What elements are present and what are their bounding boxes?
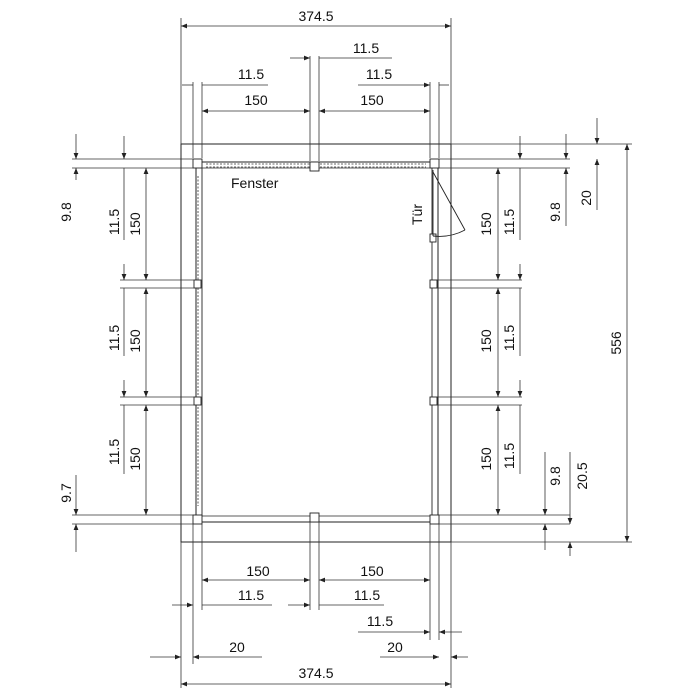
dim-top-span-left: 150 <box>244 92 268 108</box>
dim-bottom-post-right: 11.5 <box>367 613 393 629</box>
window-marks <box>197 163 426 506</box>
post-left-1 <box>193 279 202 289</box>
dim-bottom-span-right: 150 <box>360 563 384 579</box>
dim-right-row3-post: 11.5 <box>501 443 517 469</box>
post-right-2 <box>429 396 438 406</box>
dim-bottom-span-left: 150 <box>246 563 270 579</box>
dim-right-overhang-bottom-inner: 9.8 <box>547 466 563 486</box>
door-swing <box>432 170 466 237</box>
posts <box>192 158 440 525</box>
dim-left-row2-span: 150 <box>127 329 143 353</box>
post-top-right <box>429 158 440 169</box>
dim-right-row2-span: 150 <box>478 329 494 353</box>
bottom-dimensions: 150 150 11.5 11.5 11.5 20 20 374.5 <box>150 522 468 688</box>
left-dimensions: 9.8 9.7 11.5 150 11.5 150 11.5 150 <box>58 134 194 552</box>
dim-left-overhang-bottom: 9.7 <box>58 483 74 503</box>
dim-left-row3-span: 150 <box>127 447 143 471</box>
post-bottom-right <box>429 514 440 525</box>
post-right-1 <box>429 279 438 289</box>
dim-bottom-overhang-right: 20 <box>387 639 403 655</box>
dim-right-overhang-top-outer: 20 <box>578 190 594 206</box>
post-left-2 <box>193 396 202 406</box>
top-dimensions: 374.5 11.5 11.5 11.5 150 150 <box>180 8 452 161</box>
dim-left-row2-post: 11.5 <box>106 325 122 351</box>
dim-right-overhang-bottom-outer: 20.5 <box>574 462 590 489</box>
post-bottom-left <box>192 514 203 525</box>
dim-top-span-right: 150 <box>360 92 384 108</box>
dim-right-row3-span: 150 <box>478 447 494 471</box>
dim-right-row1-post: 11.5 <box>501 209 517 235</box>
dim-left-overhang-top: 9.8 <box>58 202 74 222</box>
right-dimensions: 556 20 9.8 9.8 20.5 150 11.5 150 11.5 15… <box>437 118 632 556</box>
dim-top-post-left: 11.5 <box>238 66 264 82</box>
dim-top-overall: 374.5 <box>298 8 333 24</box>
dim-right-overall: 556 <box>608 331 624 355</box>
wall-frame <box>195 161 439 523</box>
dim-bottom-overall: 374.5 <box>298 665 333 681</box>
dim-left-row1-span: 150 <box>127 212 143 236</box>
dim-bottom-post-center: 11.5 <box>354 587 380 603</box>
door-label: Tür <box>409 204 425 225</box>
dim-right-row1-span: 150 <box>478 212 494 236</box>
post-top-center <box>309 161 320 172</box>
dim-bottom-post-left: 11.5 <box>238 587 264 603</box>
roof-outline <box>180 143 452 543</box>
dim-top-post-right: 11.5 <box>366 66 392 82</box>
dim-right-overhang-top-inner: 9.8 <box>547 202 563 222</box>
dim-bottom-overhang-left: 20 <box>229 639 245 655</box>
dim-left-row3-post: 11.5 <box>106 439 122 465</box>
post-top-left <box>192 158 203 169</box>
dim-left-row1-post: 11.5 <box>106 209 122 235</box>
window-label: Fenster <box>231 175 279 191</box>
post-bottom-center <box>309 512 320 523</box>
dim-right-row2-post: 11.5 <box>501 325 517 351</box>
dim-top-post-center: 11.5 <box>353 40 379 56</box>
